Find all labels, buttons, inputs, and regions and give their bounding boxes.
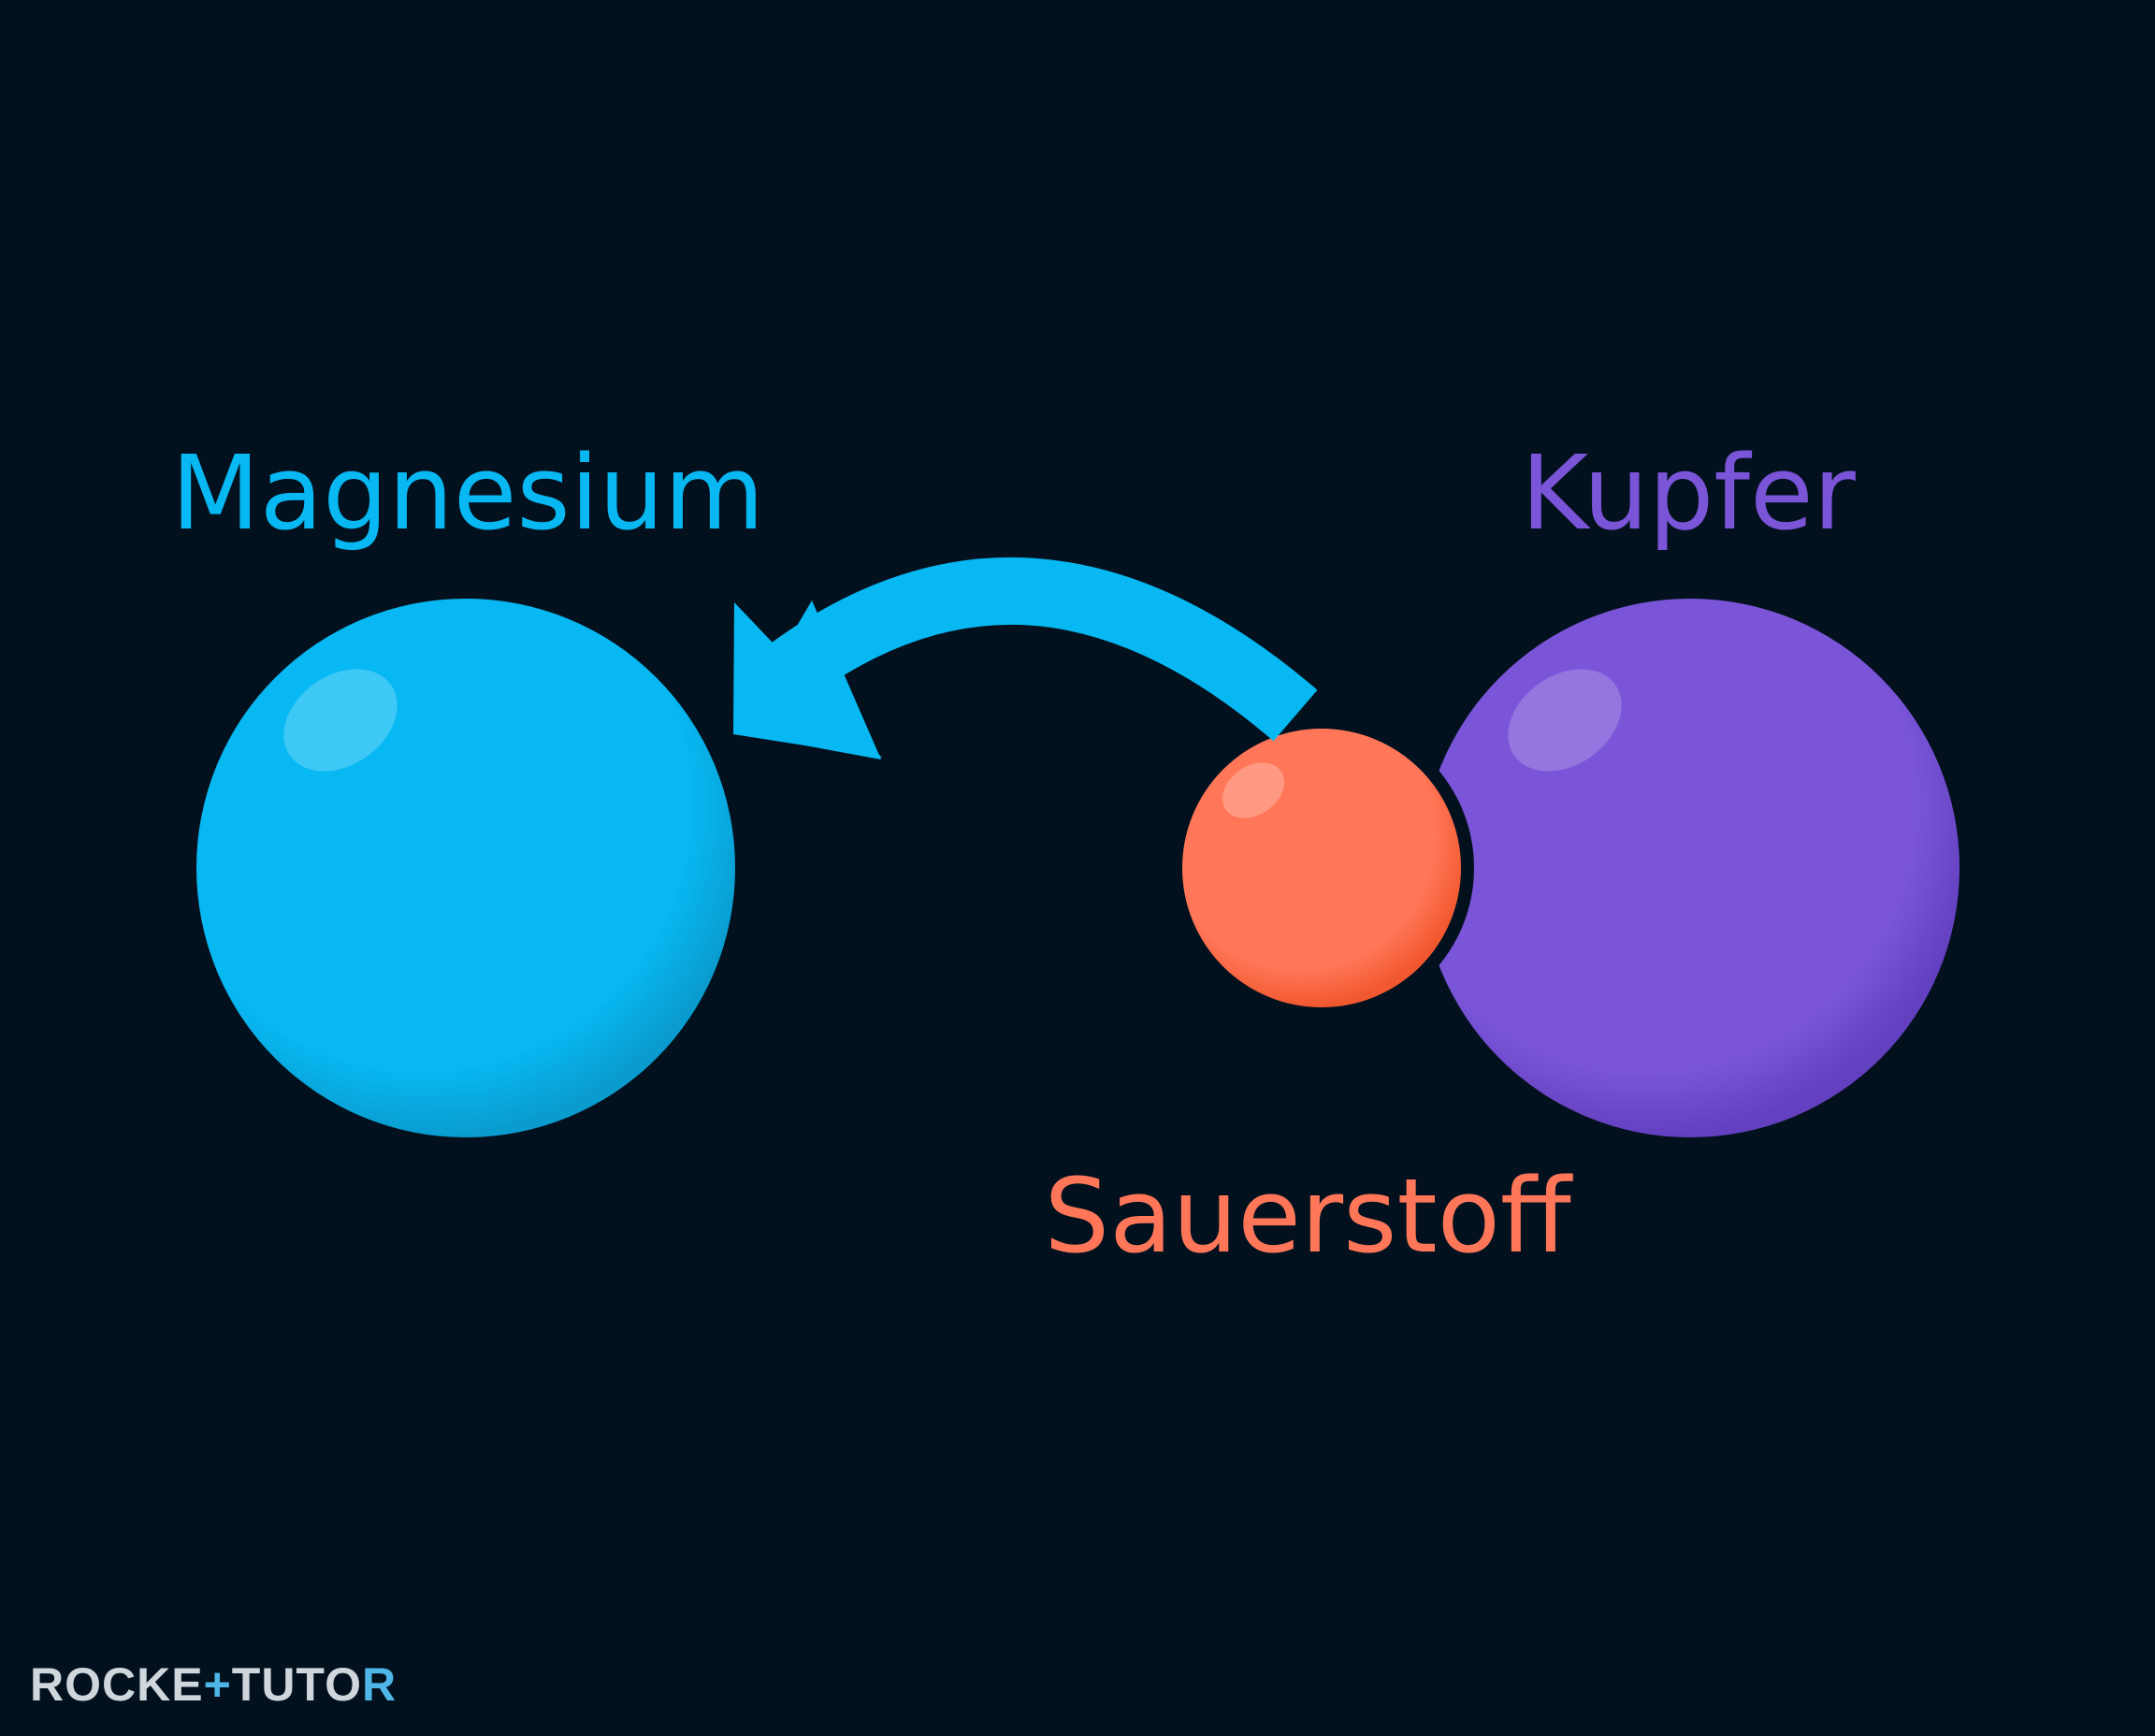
sauerstoff-label: Sauerstoff bbox=[1044, 1156, 1573, 1276]
logo-text-part3: R bbox=[362, 1658, 397, 1711]
magnesium-atom bbox=[196, 599, 735, 1137]
rocketutor-logo: ROCKE+TUTOR bbox=[30, 1658, 397, 1711]
kupfer-label: Kupfer bbox=[1521, 433, 1857, 553]
logo-text-part2: TUTO bbox=[232, 1658, 362, 1711]
svg-text:ROCKE+TUTOR: ROCKE+TUTOR bbox=[30, 1658, 397, 1711]
magnesium-label: Magnesium bbox=[171, 433, 764, 553]
curved-arrow-icon bbox=[733, 557, 1318, 760]
logo-plus-icon: + bbox=[204, 1658, 232, 1711]
logo-text-part1: ROCKE bbox=[30, 1658, 204, 1711]
sauerstoff-atom bbox=[1169, 716, 1474, 1020]
kupfer-atom bbox=[1421, 599, 1960, 1137]
